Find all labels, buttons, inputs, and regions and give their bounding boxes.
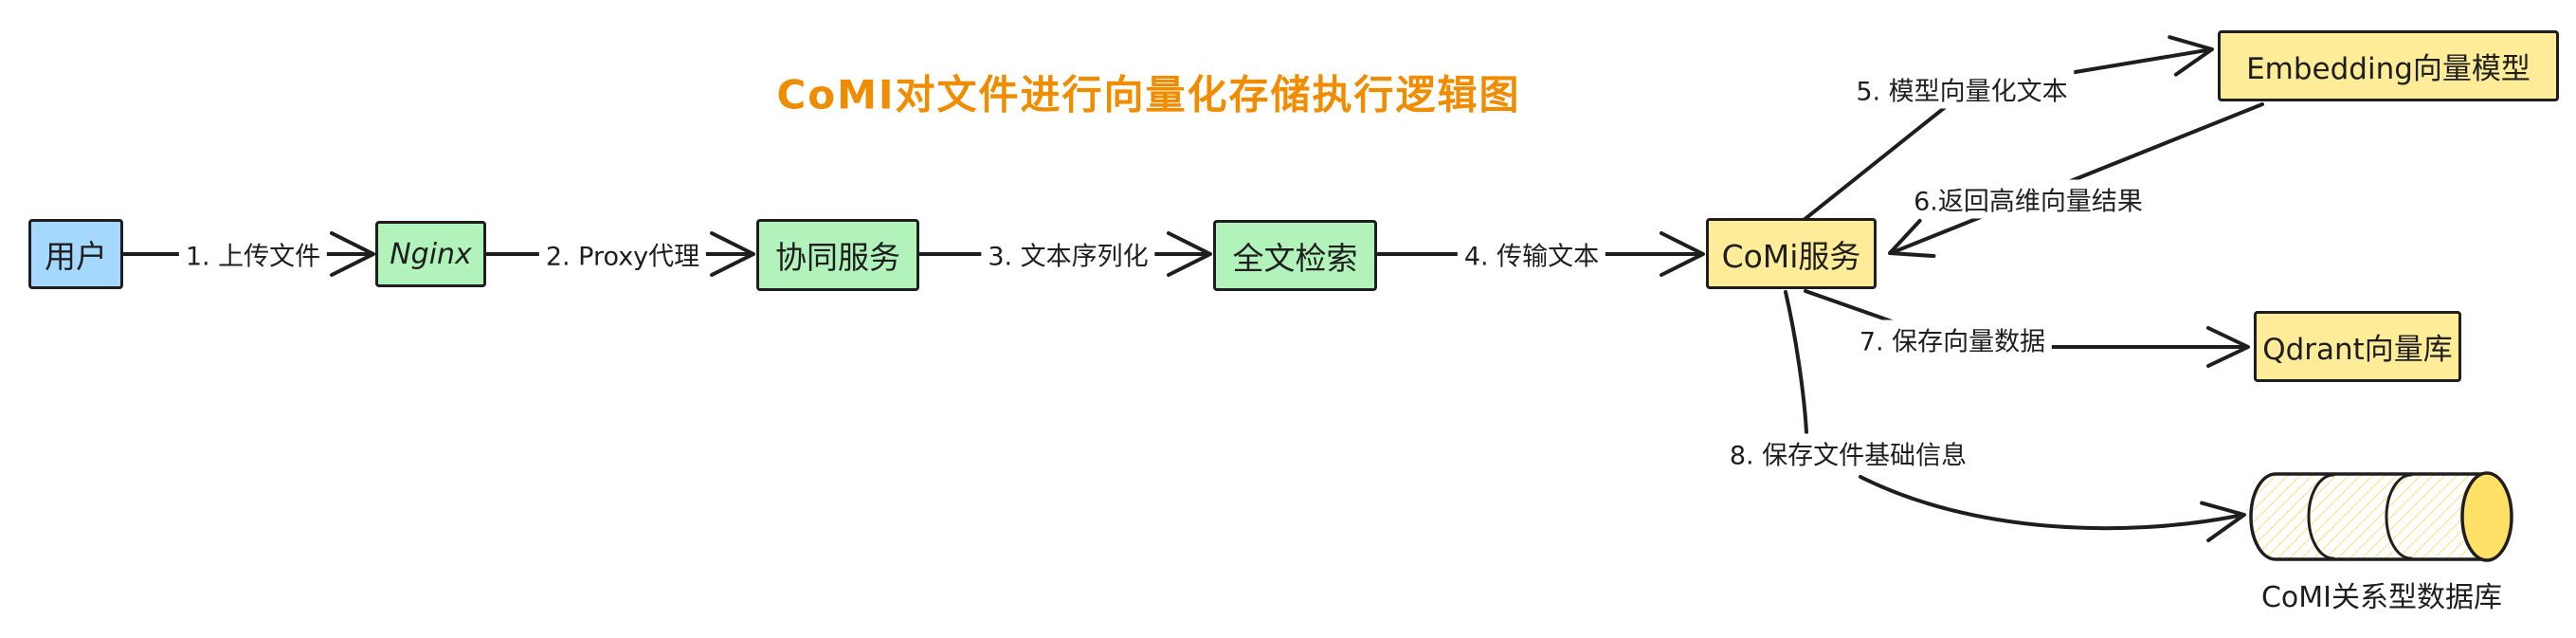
edge-label-save-vectors: 7. 保存向量数据: [1852, 319, 2053, 359]
node-comi-service: CoMi服务: [1706, 218, 1877, 289]
database-cylinder-icon: [2249, 471, 2513, 562]
edge-label-serialize: 3. 文本序列化: [981, 234, 1155, 274]
edge-label-save-file-info: 8. 保存文件基础信息: [1722, 433, 1974, 473]
diagram-title: CoMI对文件进行向量化存储执行逻辑图: [776, 71, 1521, 118]
edge-label-proxy: 2. Proxy代理: [538, 234, 707, 274]
node-embedding-model: Embedding向量模型: [2218, 30, 2559, 101]
node-user: 用户: [28, 219, 123, 289]
edge-label-vectorize: 5. 模型向量化文本: [1849, 69, 2075, 109]
arrow-save-file-info: [1784, 290, 2246, 542]
edge-label-return-vectors: 6.返回高维向量结果: [1907, 179, 2150, 219]
node-qdrant-db: Qdrant向量库: [2254, 311, 2461, 382]
node-fulltext-search: 全文检索: [1213, 220, 1377, 291]
edge-label-transfer: 4. 传输文本: [1457, 234, 1606, 274]
node-nginx: Nginx: [375, 221, 486, 287]
database-label: CoMI关系型数据库: [2260, 581, 2503, 614]
edge-label-upload: 1. 上传文件: [178, 234, 328, 274]
arrow-return-vectors: [1888, 102, 2264, 259]
node-collab-service: 协同服务: [756, 219, 919, 291]
